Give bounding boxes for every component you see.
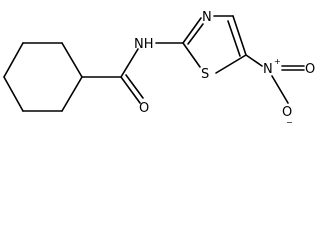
bond-carbonyl-to-nh [120,48,139,78]
thiazole-nitrogen-label: N [202,10,212,25]
nitro-nitrogen-label: N [263,62,273,77]
nitro-oxygen-bottom-label: O [282,105,292,120]
amide-nh-label: NH [134,37,154,52]
thiazole-ring [182,15,247,74]
bond-ring-5 [3,76,24,112]
nitro-oxygen-charge: − [286,118,293,127]
bond-thiazole-to-nitro [245,54,263,67]
carbonyl-oxygen-label: O [139,101,149,116]
thiazole-sulfur-label: S [201,67,209,82]
bond-ring-6 [3,42,24,78]
nitro-oxygen-top-label: O [305,62,315,77]
cyclohexane-ring [3,42,83,112]
carbonyl-double-bond [120,74,144,104]
nitro-group-bonds [271,65,305,104]
molecule-structure: NH O N S N + O O − [3,10,315,127]
nitro-nitrogen-charge: + [274,57,281,66]
bond-ring-2 [61,42,83,78]
bond-ring-3 [61,76,83,112]
